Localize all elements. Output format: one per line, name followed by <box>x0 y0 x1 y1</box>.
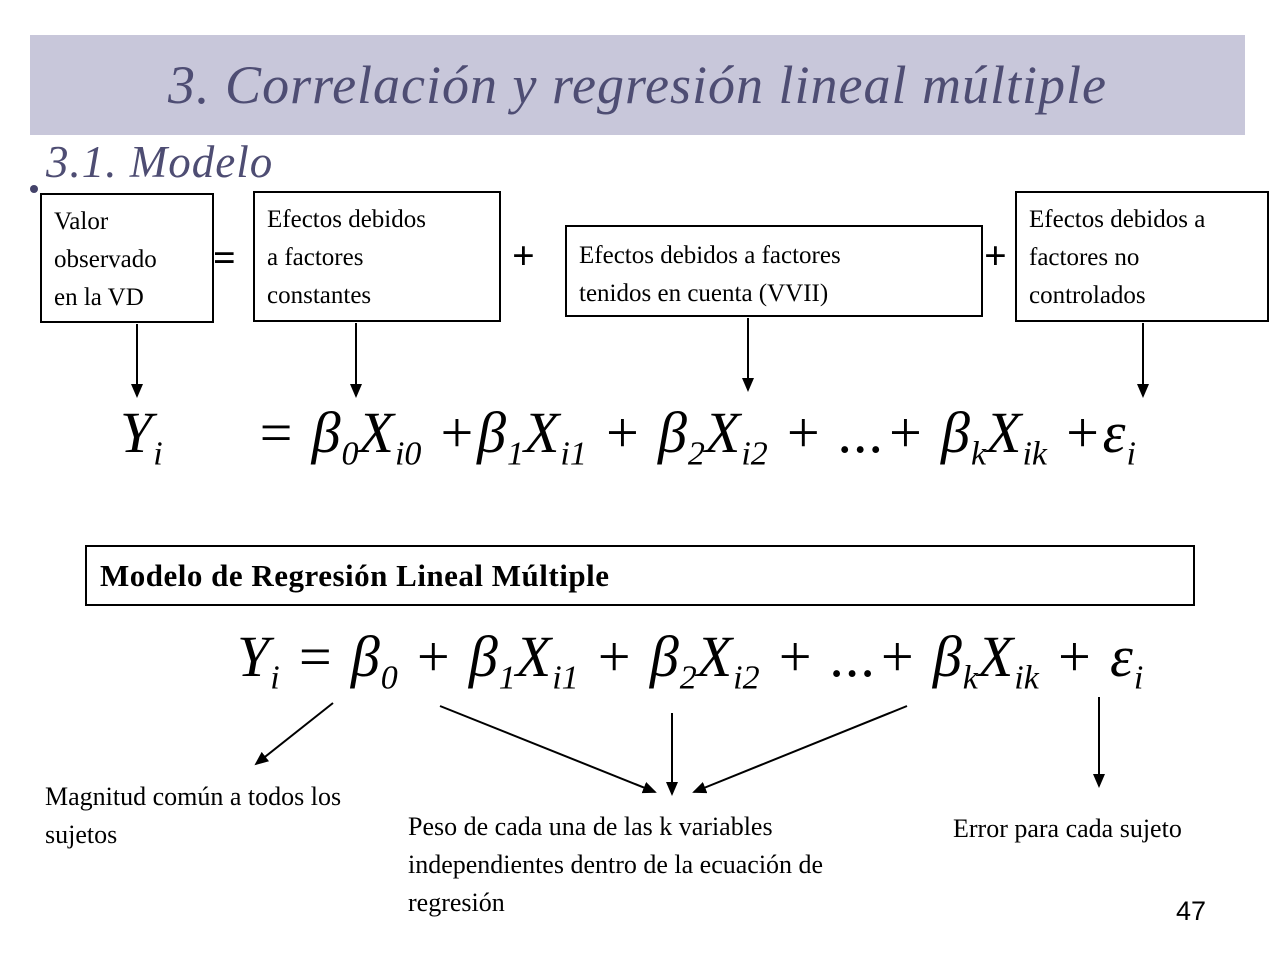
formula1-lhs: Yi <box>120 400 163 473</box>
formula1-rhs: = β0Xi0 +β1Xi1 + β2Xi2 + ...+ βkXik +εi <box>256 400 1136 473</box>
box-factores-no-controlados: Efectos debidos a factores no controlado… <box>1015 191 1269 322</box>
plus-operator: + <box>984 233 1007 278</box>
arrow-beta1-to-note <box>439 705 657 794</box>
title-band: 3. Correlación y regresión lineal múltip… <box>30 35 1245 135</box>
box-line: Valor <box>54 208 109 235</box>
formula2: Yi = β0 + β1Xi1 + β2Xi2 + ...+ βkXik + ε… <box>237 624 1144 697</box>
equals-operator: = <box>213 235 236 280</box>
box-valor-observado: Valor observado en la VD <box>40 193 214 323</box>
annotation-peso-variables: Peso de cada una de las k variables inde… <box>408 808 823 922</box>
banner-title: Modelo de Regresión Lineal Múltiple <box>100 557 610 593</box>
note-line: Peso de cada una de las k variables <box>408 812 773 841</box>
box-line: Efectos debidos a <box>1029 206 1206 233</box>
page-number: 47 <box>1176 896 1207 926</box>
arrow-beta0-to-note <box>254 702 334 766</box>
arrow-betak-to-note <box>692 705 908 794</box>
slide-subtitle: 3.1. Modelo <box>46 137 274 187</box>
plus-operator: + <box>512 233 535 278</box>
box-line: tenidos en cuenta (VVII) <box>579 280 829 307</box>
note-line: regresión <box>408 888 505 917</box>
box-line: a factores <box>267 244 364 271</box>
bullet-dot <box>30 185 38 193</box>
annotation-magnitud-comun: Magnitud común a todos los sujetos <box>45 778 341 854</box>
box-factores-constantes: Efectos debidos a factores constantes <box>253 191 501 322</box>
box-line: controlados <box>1029 282 1146 309</box>
box-line: en la VD <box>54 284 144 311</box>
box-line: constantes <box>267 282 372 309</box>
box-line: factores no <box>1029 244 1140 271</box>
note-line: Magnitud común a todos los <box>45 782 342 811</box>
note-line: sujetos <box>45 820 118 849</box>
note-line: Error para cada sujeto <box>953 814 1182 843</box>
box-line: observado <box>54 246 157 273</box>
note-line: independientes dentro de la ecuación de <box>408 850 824 879</box>
banner-box: Modelo de Regresión Lineal Múltiple <box>85 545 1195 606</box>
slide-title: 3. Correlación y regresión lineal múltip… <box>168 55 1107 115</box>
box-line: Efectos debidos <box>267 206 426 233</box>
box-line: Efectos debidos a factores <box>579 242 841 269</box>
annotation-error-sujeto: Error para cada sujeto <box>953 810 1182 848</box>
box-factores-tenidos-en-cuenta: Efectos debidos a factores tenidos en cu… <box>565 225 983 317</box>
